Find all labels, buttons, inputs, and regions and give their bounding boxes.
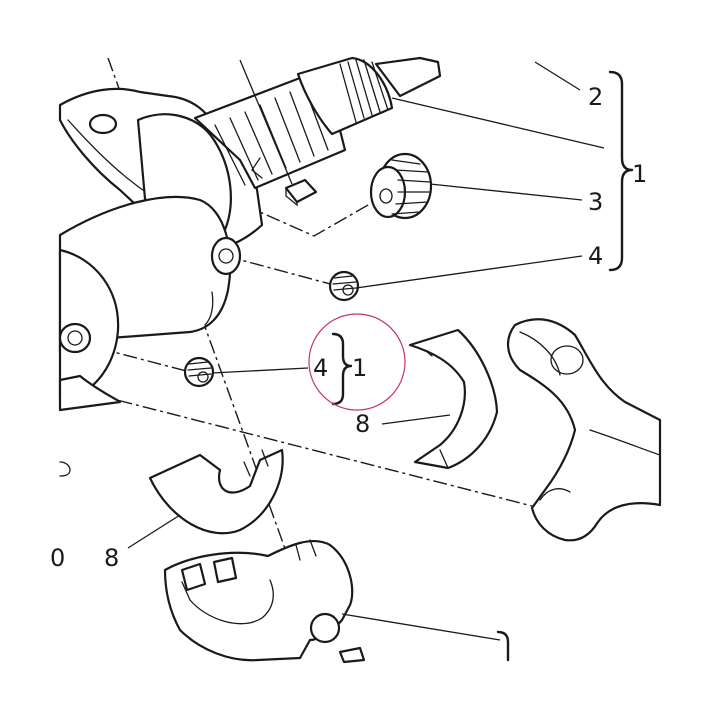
rod-axis-line — [69, 387, 541, 509]
plug-axis-line — [243, 196, 383, 237]
leader-1-main — [391, 97, 605, 149]
collar-threads — [339, 59, 389, 123]
lower-screw-axis-line — [74, 341, 199, 375]
connecting-rod — [507, 318, 662, 542]
rod-cap-bolt-hole — [309, 612, 341, 644]
leader-lines — [127, 59, 605, 641]
callout-8-left: 8 — [104, 544, 119, 572]
leader-4-lower — [211, 367, 309, 374]
leader-rod-cap — [341, 613, 501, 641]
callout-1-main: 1 — [632, 160, 647, 188]
shaft-key — [284, 178, 318, 207]
callout-labels: 2 1 3 4 4 1 8 8 0 — [50, 83, 647, 572]
main-housing — [58, 195, 242, 412]
callout-2: 2 — [588, 83, 603, 111]
leader-8-right — [381, 414, 451, 425]
callout-3: 3 — [588, 188, 603, 216]
cap-knurling — [391, 159, 431, 215]
brace-bottom-partial — [496, 630, 510, 662]
callout-8-right: 8 — [355, 410, 370, 438]
splined-shaft — [193, 56, 442, 190]
edge-mark-left — [59, 461, 71, 477]
leader-4-upper — [355, 255, 583, 289]
rod-oil-hole — [550, 345, 584, 375]
leader-8-left — [127, 514, 181, 549]
leader-3 — [429, 183, 583, 201]
main-housing-bore — [58, 322, 92, 354]
bearing-shell-right — [408, 328, 499, 470]
leader-2 — [534, 61, 581, 91]
brace-main-group — [608, 70, 634, 272]
highlight-circle — [308, 313, 406, 411]
set-screw-upper — [328, 270, 360, 302]
set-screw-lower — [183, 356, 215, 388]
knurled-cap — [369, 152, 433, 220]
leader-shaft-key — [239, 59, 293, 185]
bearing-shell-left — [148, 448, 284, 535]
callout-4-lower: 4 — [313, 354, 328, 382]
rod-cap — [163, 539, 366, 664]
brace-lower-group — [331, 332, 353, 406]
side-bore-boss — [210, 236, 242, 276]
upper-screw-axis-line — [225, 255, 346, 289]
callout-1-lower: 1 — [352, 354, 367, 382]
callout-4-upper: 4 — [588, 242, 603, 270]
upper-housing-boss — [88, 113, 118, 135]
callout-edge-left: 0 — [50, 544, 65, 572]
